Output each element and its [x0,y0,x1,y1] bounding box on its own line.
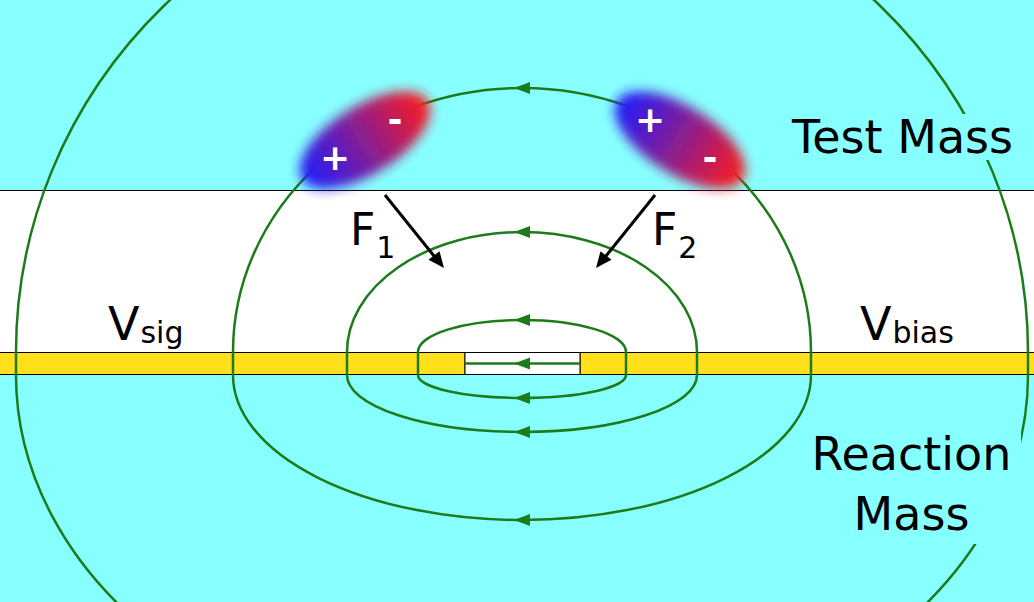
force-subscript: 2 [678,233,697,263]
test-mass-band: Test Mass [0,0,1034,190]
charge-sign: + [635,102,665,138]
field-line [418,320,626,398]
force-arrowhead [429,251,445,268]
part-name: Test Mass [790,114,1015,160]
reaction-mass-fill [0,375,1034,602]
force-symbol: F [350,208,375,252]
bias-electrode [580,353,1034,375]
voltage-symbol: V [108,301,139,347]
force-arrow-shaft [606,195,655,256]
force-subscript: 1 [376,233,395,263]
field-arrowhead [514,514,530,526]
field-line [347,232,697,432]
charge-sign: - [388,102,403,138]
voltage-subscript: bias [892,318,953,348]
part-name: Reaction Mass [802,424,1021,544]
charge-sign: - [703,140,718,176]
electrode-gap [465,353,580,375]
force-arrowhead [596,251,612,268]
field-arrowhead [514,426,530,438]
voltage-symbol: V [860,301,891,347]
reaction-mass-band: Reaction Mass [0,375,1034,602]
test-mass-fill [0,0,1034,190]
charge-dipole [599,72,761,208]
field-arrowhead [514,392,530,404]
field-arrowhead [514,226,530,238]
force-arrow [385,195,655,256]
field-lines [16,0,1028,602]
test-mass-surface [0,190,1034,191]
field-arrowhead [514,314,530,326]
field-arrowhead [514,82,530,94]
charge-sign: + [320,140,350,176]
voltage-subscript: sig [140,318,183,348]
force-symbol: F [652,208,677,252]
field-line [16,0,1028,602]
charge-dipole [284,72,446,208]
field-arrowhead [514,358,530,370]
field-arrowheads [514,82,530,526]
